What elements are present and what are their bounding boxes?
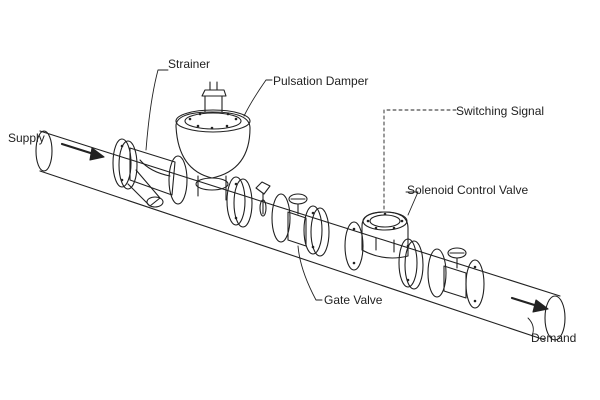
label-strainer: Strainer <box>168 57 211 71</box>
label-solenoid-control-valve: Solenoid Control Valve <box>407 183 529 197</box>
leader-lines <box>145 69 534 337</box>
side-valve <box>255 181 271 217</box>
supply-arrow-icon <box>60 142 105 161</box>
label-gate-valve: Gate Valve <box>324 293 383 307</box>
demand-arrow-icon <box>510 296 549 313</box>
outlet-valve <box>443 247 467 299</box>
label-supply: Supply <box>8 131 45 145</box>
label-demand: Demand <box>531 331 577 345</box>
pulsation-damper <box>175 81 251 201</box>
solenoid-control-valve <box>361 211 409 259</box>
strainer <box>127 147 176 208</box>
label-pulsation-damper: Pulsation Damper <box>273 74 369 88</box>
main-pipe <box>35 130 566 341</box>
gate-valve <box>287 193 308 247</box>
flanges <box>112 138 485 309</box>
flange-bolts <box>120 144 477 303</box>
label-switching-signal: Switching Signal <box>456 104 545 118</box>
